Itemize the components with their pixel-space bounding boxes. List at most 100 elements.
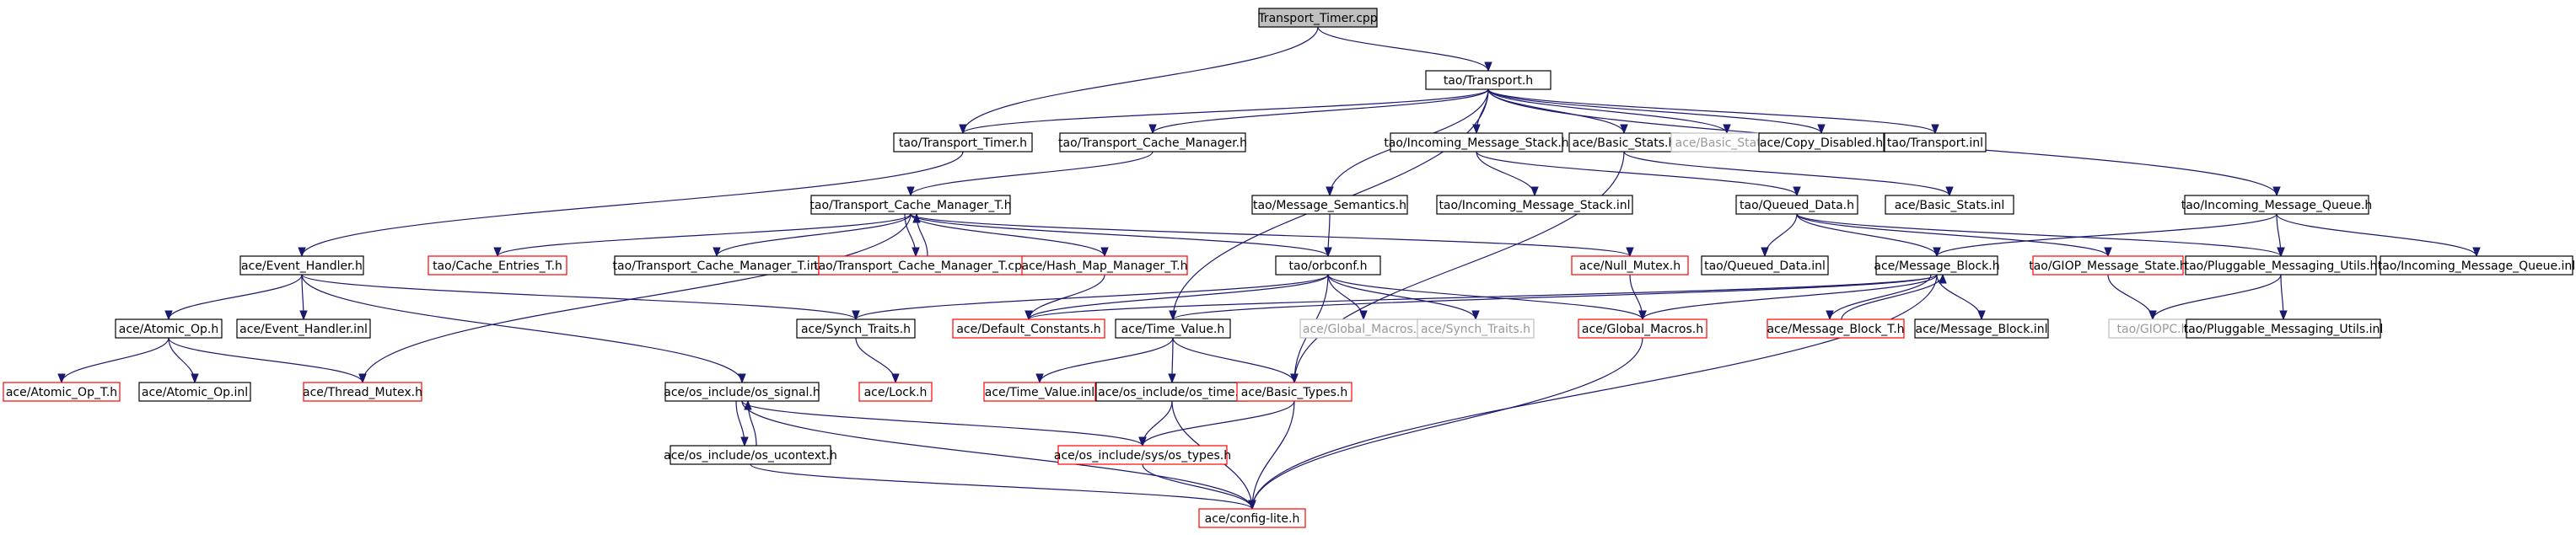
edge-line [1936, 213, 2278, 257]
edge-n2-n15 [298, 151, 964, 258]
node-box [952, 318, 1105, 339]
node-tao-giop-message-state-h[interactable]: tao/GIOP_Message_State.h [2029, 255, 2187, 276]
node-label: ace/Event_Handler.inl [239, 323, 368, 336]
node-tao-message-semantics-h[interactable]: tao/Message_Semantics.h [1251, 195, 1408, 215]
node-tao-transport-cache-manager-t-cpp[interactable]: tao/Transport_Cache_Manager_T.cpp [814, 255, 1030, 276]
arrowhead [2472, 247, 2481, 258]
node-label: ace/os_include/os_time.h [1098, 386, 1246, 399]
node-ace-message-block-inl[interactable]: ace/Message_Block.inl [1914, 318, 2049, 339]
node-box [1258, 8, 1378, 28]
node-ace-basic-types-h[interactable]: ace/Basic_Types.h [1236, 382, 1353, 402]
node-ace-message-block-h[interactable]: ace/Message_Block.h [1874, 255, 2000, 276]
edge-line [855, 274, 1329, 320]
node-label: tao/Transport.inl [1887, 136, 1983, 150]
node-tao-transport-cache-manager-t-inl[interactable]: tao/Transport_Cache_Manager_T.inl [613, 255, 821, 276]
node-tao-transport-timer-h[interactable]: tao/Transport_Timer.h [893, 132, 1033, 152]
node-tao-orbconf-h[interactable]: tao/orbconf.h [1275, 255, 1381, 276]
node-ace-global-macros-h[interactable]: ace/Global_Macros.h [1578, 318, 1707, 339]
node-ace-atomic-op-h[interactable]: ace/Atomic_Op.h [115, 318, 223, 339]
node-ace-null-mutex-h[interactable]: ace/Null_Mutex.h [1571, 255, 1689, 276]
edge-n31-n45 [1168, 337, 1176, 384]
node-ace-time-value-inl[interactable]: ace/Time_Value.inl [983, 382, 1096, 402]
node-ace-basic-stats-inl[interactable]: ace/Basic_Stats.inl [1885, 195, 2014, 215]
arrowhead [2104, 247, 2112, 258]
node-ace-os-include-os-ucontext-h[interactable]: ace/os_include/os_ucontext.h [664, 445, 837, 465]
edge-n23-n35 [1826, 274, 1932, 321]
node-box [236, 318, 371, 339]
arrowhead [740, 436, 749, 447]
arrowhead [1933, 247, 1941, 258]
node-tao-transport-cache-manager-t-h[interactable]: tao/Transport_Cache_Manager_T.h [809, 195, 1012, 215]
edge-n1-n8 [1487, 88, 1939, 135]
node-ace-lock-h[interactable]: ace/Lock.h [858, 382, 933, 402]
node-box [670, 445, 831, 465]
node-box [796, 318, 916, 339]
arrowhead [738, 373, 746, 384]
arrowhead [2148, 310, 2157, 321]
edge-n42-n48 [741, 400, 1147, 447]
node-label: ace/Message_Block.h [1874, 259, 1999, 273]
node-ace-os-include-os-time-h[interactable]: ace/os_include/os_time.h [1095, 382, 1249, 402]
node-box [858, 382, 933, 402]
node-label: tao/Queued_Data.h [1740, 199, 1854, 212]
edge-n18-n9 [912, 212, 928, 257]
node-ace-time-value-h[interactable]: ace/Time_Value.h [1115, 318, 1231, 339]
node-tao-incoming-message-stack-inl[interactable]: tao/Incoming_Message_Stack.inl [1436, 195, 1633, 215]
edge-n42-n47 [735, 400, 749, 447]
edge-n24-n37 [2107, 274, 2157, 321]
node-tao-transport-inl[interactable]: tao/Transport.inl [1884, 132, 1987, 152]
node-tao-pluggable-messaging-utils-h[interactable]: tao/Pluggable_Messaging_Utils.h [2185, 255, 2378, 276]
arrowhead [852, 310, 860, 321]
arrowhead [1169, 310, 1177, 321]
node-ace-atomic-op-inl[interactable]: ace/Atomic_Op.inl [138, 382, 251, 402]
node-ace-copy-disabled-h[interactable]: ace/Copy_Disabled.h [1758, 132, 1885, 152]
node-label: tao/Pluggable_Messaging_Utils.h [2185, 259, 2378, 273]
edge-n23-n30 [1024, 274, 1938, 321]
node-ace-thread-mutex-h[interactable]: ace/Thread_Mutex.h [303, 382, 422, 402]
node-transport-timer-cpp[interactable]: Transport_Timer.cpp [1257, 8, 1378, 28]
node-ace-os-include-os-signal-h[interactable]: ace/os_include/os_signal.h [664, 382, 820, 402]
edge-n5-n13 [1623, 151, 1954, 197]
node-box [1417, 318, 1535, 339]
arrowhead [493, 247, 502, 258]
node-box [983, 382, 1096, 402]
edge-line [962, 88, 1489, 134]
node-box [1735, 195, 1858, 215]
node-tao-transport-h[interactable]: tao/Transport.h [1425, 70, 1552, 90]
node-label: ace/Message_Block_T.h [1767, 323, 1904, 336]
edge-n20-n29 [852, 274, 1329, 321]
node-ace-default-constants-h[interactable]: ace/Default_Constants.h [952, 318, 1105, 339]
node-tao-transport-cache-manager-h[interactable]: tao/Transport_Cache_Manager.h [1058, 132, 1247, 152]
node-box [1021, 255, 1188, 276]
node-ace-config-lite-h[interactable]: ace/config-lite.h [1198, 508, 1306, 528]
edge-line [1251, 274, 1938, 510]
node-ace-atomic-op-t-h[interactable]: ace/Atomic_Op_T.h [3, 382, 121, 402]
node-ace-hash-map-manager-t-h[interactable]: ace/Hash_Map_Manager_T.h [1021, 255, 1188, 276]
node-label: tao/Incoming_Message_Stack.h [1384, 136, 1568, 150]
edge-n12-n24 [1796, 213, 2112, 258]
node-box [1578, 318, 1707, 339]
node-tao-pluggable-messaging-utils-inl[interactable]: tao/Pluggable_Messaging_Utils.inl [2184, 318, 2384, 339]
node-box [1767, 318, 1905, 339]
node-label: ace/Hash_Map_Manager_T.h [1021, 259, 1187, 273]
node-tao-incoming-message-queue-h[interactable]: tao/Incoming_Message_Queue.h [2181, 195, 2373, 215]
node-tao-incoming-message-stack-h[interactable]: tao/Incoming_Message_Stack.h [1384, 132, 1569, 152]
node-tao-incoming-message-queue-inl[interactable]: tao/Incoming_Message_Queue.inl [2378, 255, 2575, 276]
node-ace-message-block-t-h[interactable]: ace/Message_Block_T.h [1767, 318, 1905, 339]
node-box [239, 255, 364, 276]
node-ace-os-include-sys-os-types-h[interactable]: ace/os_include/sys/os_types.h [1054, 445, 1231, 465]
node-box [1758, 132, 1885, 152]
node-ace-synch-traits-h[interactable]: ace/Synch_Traits.h [796, 318, 916, 339]
edge-n15-n42 [301, 274, 746, 384]
arrowhead [1620, 124, 1628, 135]
node-label: tao/Incoming_Message_Queue.h [2181, 199, 2373, 212]
node-tao-cache-entries-t-h[interactable]: tao/Cache_Entries_T.h [428, 255, 567, 276]
node-ace-event-handler-inl[interactable]: ace/Event_Handler.inl [236, 318, 371, 339]
edge-line [168, 337, 196, 383]
node-tao-queued-data-h[interactable]: tao/Queued_Data.h [1735, 195, 1858, 215]
edge-line [1487, 88, 1822, 134]
node-ace-basic-stats-h[interactable]: ace/Basic_Stats.h [1568, 132, 1680, 152]
edge-line [741, 400, 1143, 447]
node-tao-queued-data-inl[interactable]: tao/Queued_Data.inl [1701, 255, 1829, 276]
node-ace-event-handler-h[interactable]: ace/Event_Handler.h [239, 255, 364, 276]
